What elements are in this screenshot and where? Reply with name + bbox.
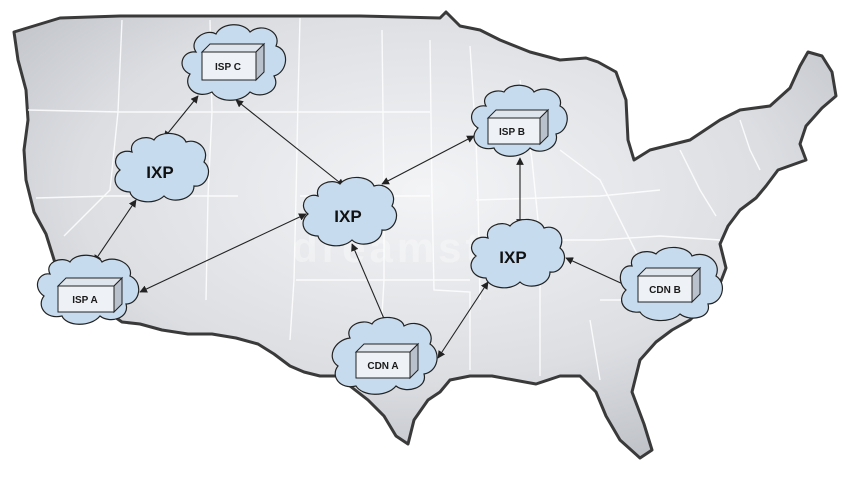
link-isp-a-ixp-center: [139, 213, 307, 293]
connection-links: [93, 95, 637, 359]
link-ixp-center-cdn-a: [351, 243, 389, 329]
network-nodes: ISP C ISP B ISP A: [36, 24, 724, 395]
ixp-center-label: IXP: [334, 207, 361, 226]
link-ixp-west-isp-a: [93, 199, 137, 263]
isp-c-node[interactable]: ISP C: [181, 24, 287, 101]
us-map-outline: [12, 10, 838, 460]
ixp-east-node[interactable]: IXP: [470, 218, 565, 289]
cloud-icon: [114, 132, 209, 203]
ixp-center-node[interactable]: IXP: [302, 176, 397, 247]
ixp-west-node[interactable]: IXP: [114, 132, 209, 203]
cdn-b-node[interactable]: CDN B: [619, 246, 724, 322]
cdn-a-label: CDN A: [367, 361, 398, 372]
isp-b-label: ISP B: [499, 127, 525, 138]
link-isp-c-ixp-center: [235, 99, 345, 187]
server-box-icon: [636, 266, 702, 304]
link-cdn-a-ixp-east: [437, 281, 489, 359]
isp-b-node[interactable]: ISP B: [470, 84, 568, 157]
isp-a-node[interactable]: ISP A: [36, 254, 140, 325]
ixp-east-label: IXP: [499, 248, 526, 267]
server-box-icon: [200, 42, 266, 82]
ixp-west-label: IXP: [146, 163, 173, 182]
server-box-icon: [354, 342, 420, 380]
server-box-icon: [486, 108, 550, 146]
cdn-b-label: CDN B: [649, 285, 681, 296]
cloud-icon: [302, 176, 397, 247]
cloud-icon: [470, 218, 565, 289]
server-box-icon: [56, 276, 124, 314]
isp-c-label: ISP C: [215, 62, 241, 73]
link-isp-b-ixp-center: [381, 135, 475, 185]
cdn-a-node[interactable]: CDN A: [331, 316, 438, 395]
isp-a-label: ISP A: [72, 295, 98, 306]
link-isp-c-ixp-west: [163, 95, 199, 139]
